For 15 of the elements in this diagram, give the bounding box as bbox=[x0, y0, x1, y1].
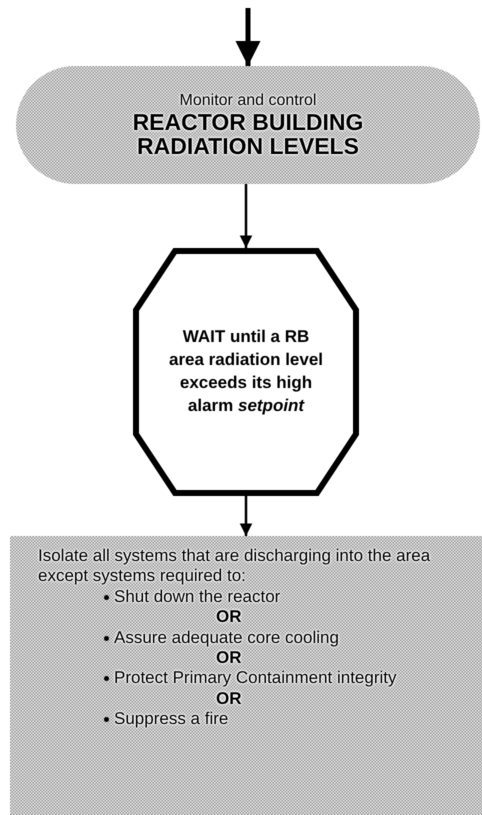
arrow bbox=[240, 184, 252, 248]
action-box bbox=[10, 536, 482, 815]
or-connector-text: OR bbox=[216, 607, 242, 628]
or-connector-text: OR bbox=[216, 648, 242, 668]
bullet-item: Protect Primary Containment integrity bbox=[102, 668, 476, 689]
or-connector-text: OR bbox=[216, 688, 242, 710]
bullet-item: Assure adequate core cooling bbox=[102, 628, 476, 648]
heading: REACTOR BUILDING RADIATION LEVELS bbox=[132, 110, 364, 158]
subheading: Monitor and control bbox=[180, 92, 316, 110]
arrow bbox=[240, 496, 252, 536]
instruction-text: Isolate all systems that are discharging into the area except systems required to: bbox=[38, 546, 432, 587]
wait-condition: WAIT until a RB area radiation level exceeds its high alarm setpoint bbox=[168, 326, 324, 417]
arrow bbox=[236, 8, 260, 66]
bullet-item: Suppress a fire bbox=[102, 709, 476, 730]
bullet-item: Shut down the reactor bbox=[102, 586, 476, 608]
